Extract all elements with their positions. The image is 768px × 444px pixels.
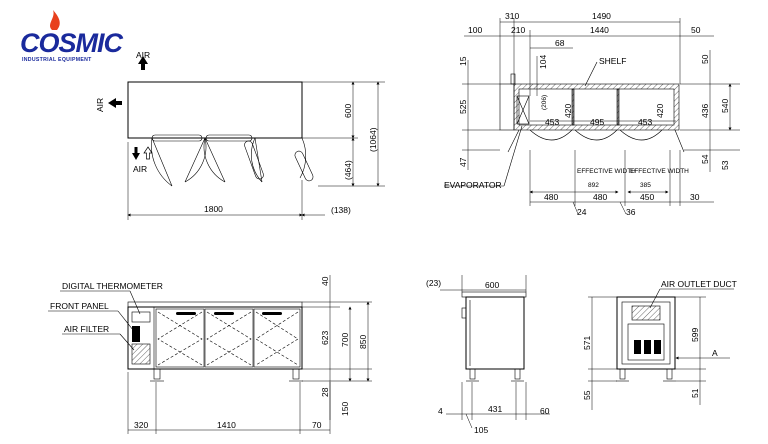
dim-1490: 1490: [592, 11, 611, 21]
dim-1410: 1410: [217, 420, 236, 430]
air-top-label: AIR: [136, 50, 150, 60]
dim-599: 599: [690, 328, 700, 342]
dim-28: 28: [320, 387, 330, 397]
dim-55: 55: [582, 390, 592, 400]
air-left-arrow-icon: [108, 98, 122, 108]
dim-104: 104: [538, 55, 548, 69]
dim-850: 850: [358, 335, 368, 349]
dim-436: 436: [700, 104, 710, 118]
digital-thermometer-label: DIGITAL THERMOMETER: [62, 281, 163, 291]
air-up-outline-arrow-icon: [143, 146, 153, 160]
dim-36: 36: [626, 207, 636, 217]
dim-30: 30: [690, 192, 700, 202]
rear-elevation: AIR OUTLET DUCT A 571 55 599 51: [582, 279, 737, 410]
dim-420-a: 420: [563, 104, 573, 118]
dim-700: 700: [340, 333, 350, 347]
dim-1800: 1800: [204, 204, 223, 214]
dim-53: 53: [720, 160, 730, 170]
dim-453-b: 453: [638, 117, 652, 127]
dim-51: 51: [690, 388, 700, 398]
dim-68: 68: [555, 38, 565, 48]
dim-540: 540: [720, 99, 730, 113]
front-elevation: DIGITAL THERMOMETER FRONT PANEL AIR FILT…: [48, 275, 372, 434]
air-left-label: AIR: [95, 98, 105, 112]
dim-420-b: 420: [655, 104, 665, 118]
air-filter-grille: [131, 343, 151, 365]
air-up-arrow-icon: [138, 56, 148, 70]
dim-23: (23): [426, 278, 441, 288]
section-plan-view: 310 1490 100 210 1440 50 68 15 525 47 50…: [444, 11, 740, 217]
dim-310: 310: [505, 11, 519, 21]
dim-480-b: 480: [593, 192, 607, 202]
dim-70: 70: [312, 420, 322, 430]
digital-thermometer: [131, 311, 151, 323]
effective-width-2-label: EFFECTIVE WIDTH: [630, 168, 689, 175]
dim-60: 60: [540, 406, 550, 416]
dim-40: 40: [320, 276, 330, 286]
cosmic-logo: COSMIC INDUSTRIAL EQUIPMENT: [20, 10, 125, 63]
plan-view: AIR AIR AIR 1800 (138) 600 (1064) (464): [95, 50, 385, 220]
dim-15: 15: [458, 56, 468, 66]
evaporator-label: EVAPORATOR: [444, 180, 502, 190]
dim-623: 623: [320, 331, 330, 345]
logo-tagline: INDUSTRIAL EQUIPMENT: [22, 57, 92, 63]
dim-105: 105: [474, 425, 488, 435]
front-panel-label: FRONT PANEL: [50, 301, 109, 311]
flame-icon: [50, 10, 60, 30]
dim-206: (206): [541, 95, 548, 110]
air-bottom-label: AIR: [133, 164, 147, 174]
dim-138: (138): [331, 205, 351, 215]
arrow-a-label: A: [712, 348, 718, 358]
dim-150: 150: [340, 402, 350, 416]
dim-54: 54: [700, 154, 710, 164]
dim-525: 525: [458, 100, 468, 114]
side-elevation: (23) 600 4 431 60 105: [426, 275, 550, 435]
air-filter-label: AIR FILTER: [64, 324, 109, 334]
dim-480-a: 480: [544, 192, 558, 202]
dim-4: 4: [438, 406, 443, 416]
dim-47: 47: [458, 157, 468, 167]
dim-1440: 1440: [590, 25, 609, 35]
air-down-arrow-icon: [132, 147, 140, 160]
air-outlet-duct: [631, 305, 661, 321]
dim-100: 100: [468, 25, 482, 35]
dim-50-right: 50: [700, 54, 710, 64]
effective-width-2-value: 385: [640, 182, 651, 189]
dim-450: 450: [640, 192, 654, 202]
air-outlet-duct-label: AIR OUTLET DUCT: [661, 279, 737, 289]
dim-464: (464): [343, 160, 353, 180]
dim-571: 571: [582, 336, 592, 350]
dim-50-top: 50: [691, 25, 701, 35]
dim-600: 600: [343, 104, 353, 118]
dim-600-side: 600: [485, 280, 499, 290]
dim-453-a: 453: [545, 117, 559, 127]
dim-210: 210: [511, 25, 525, 35]
effective-width-1-label: EFFECTIVE WIDTH: [577, 168, 636, 175]
dim-320: 320: [134, 420, 148, 430]
logo-brand-text: COSMIC: [20, 28, 124, 58]
dim-431: 431: [488, 404, 502, 414]
dim-1064: (1064): [368, 127, 378, 152]
dim-495: 495: [590, 117, 604, 127]
effective-width-1-value: 892: [588, 182, 599, 189]
dim-24: 24: [577, 207, 587, 217]
shelf-label: SHELF: [599, 56, 626, 66]
